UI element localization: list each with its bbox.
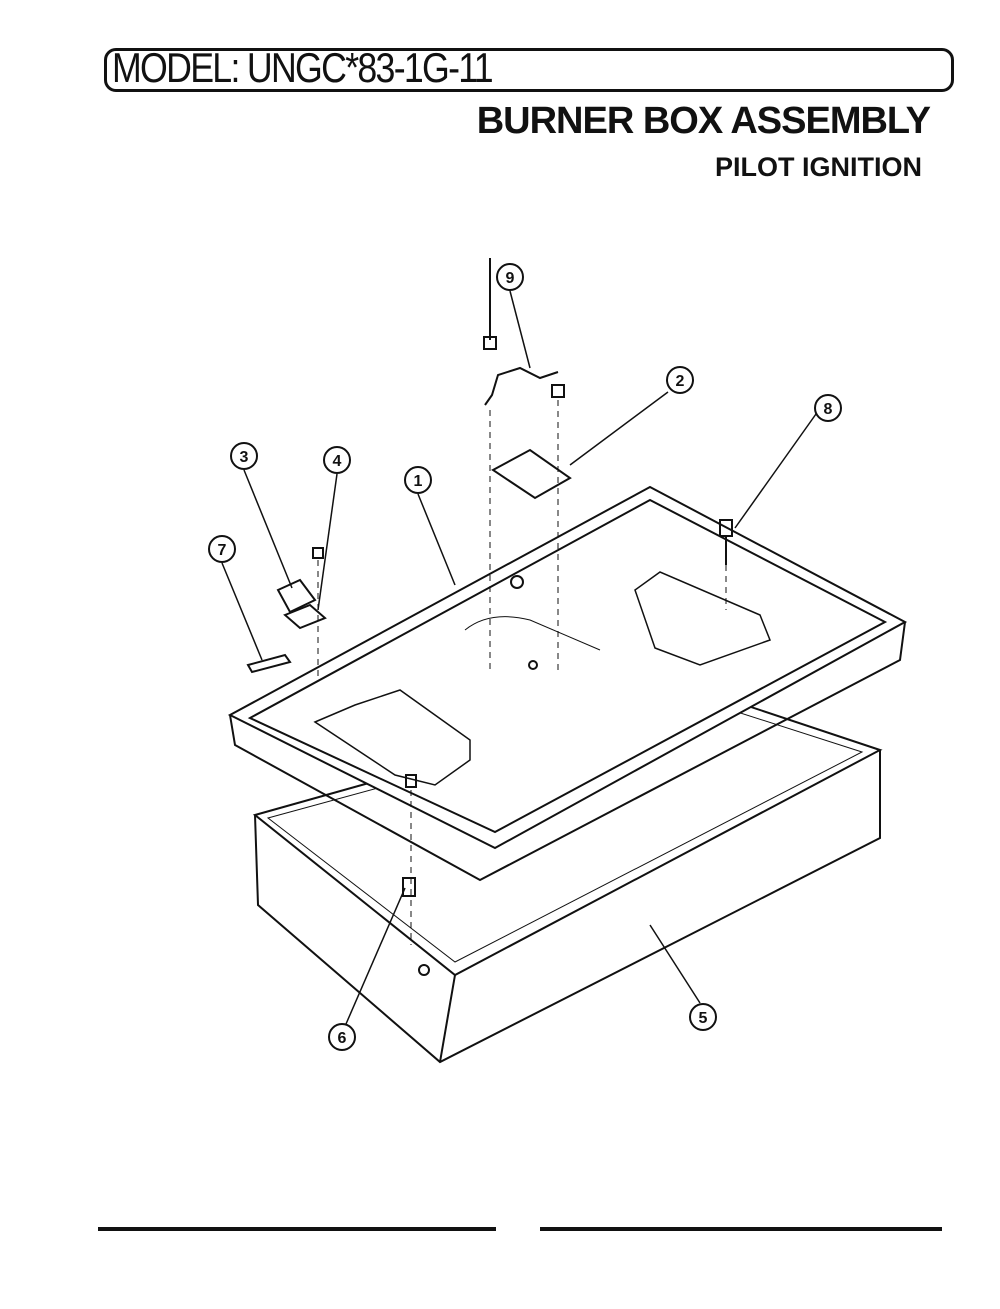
assembly-guide-lines <box>317 400 727 945</box>
callout-5: 5 <box>689 1003 717 1031</box>
part-2-plate <box>491 384 572 500</box>
part-6-fitting <box>402 774 417 897</box>
leader-lines <box>221 290 817 1025</box>
callout-2: 2 <box>666 366 694 394</box>
footer-rule-right <box>540 1227 942 1231</box>
callout-label: 5 <box>699 1010 708 1027</box>
callout-label: 4 <box>333 453 342 470</box>
model-frame <box>104 48 954 92</box>
part-3-4-hinge <box>276 547 327 630</box>
callout-label: 8 <box>824 401 833 418</box>
diagram-title: BURNER BOX ASSEMBLY <box>476 100 931 142</box>
part-7-clip <box>246 653 292 674</box>
callout-label: 2 <box>676 373 685 390</box>
callout-6: 6 <box>328 1023 356 1051</box>
part-1-burner-box-top <box>227 485 908 976</box>
part-9-bracket <box>483 258 559 406</box>
callout-label: 1 <box>414 473 423 490</box>
callout-label: 9 <box>506 270 515 287</box>
footer-rule-left <box>98 1227 496 1231</box>
diagram-subtitle: PILOT IGNITION <box>715 152 922 182</box>
callout-7: 7 <box>208 535 236 563</box>
model-number: MODEL: UNGC*83-1G-11 <box>112 44 494 91</box>
callout-label: 6 <box>338 1030 347 1047</box>
callout-3: 3 <box>230 442 258 470</box>
callout-4: 4 <box>323 446 351 474</box>
part-8-screw <box>719 519 733 565</box>
callout-label: 3 <box>240 449 249 466</box>
callout-9: 9 <box>496 263 524 291</box>
callout-1: 1 <box>404 466 432 494</box>
part-5-burner-box <box>252 688 883 1064</box>
callout-8: 8 <box>814 394 842 422</box>
callout-label: 7 <box>218 542 227 559</box>
